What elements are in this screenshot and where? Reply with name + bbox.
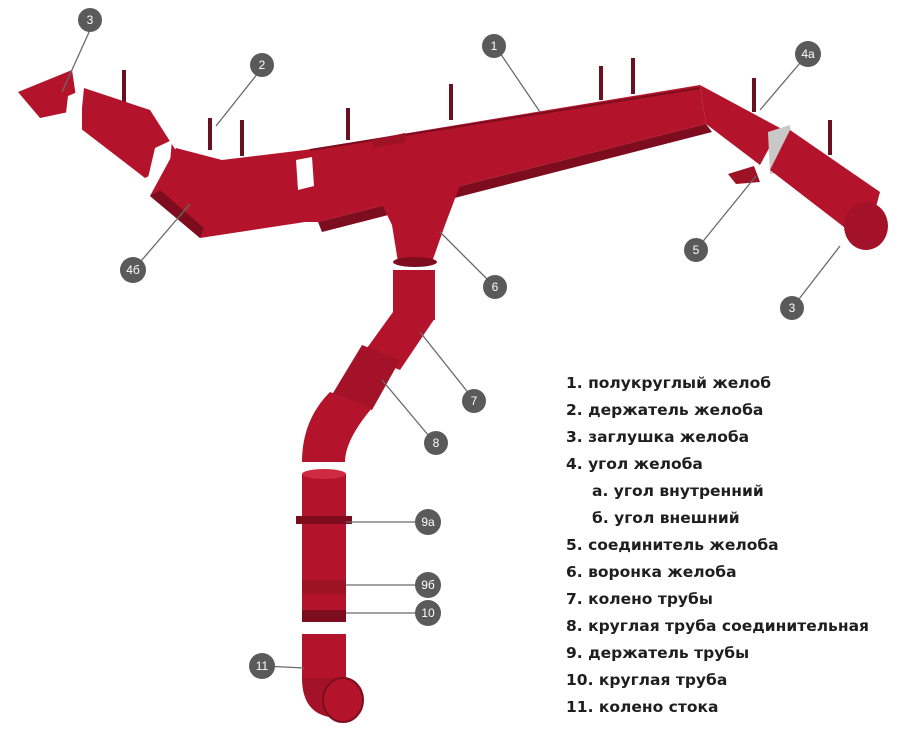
svg-text:1: 1 <box>491 39 498 53</box>
callout-11: 11 <box>249 653 275 679</box>
downpipe-straight <box>296 469 352 622</box>
svg-text:3: 3 <box>789 301 796 315</box>
callout-3-left: 3 <box>78 8 102 32</box>
svg-text:10: 10 <box>421 606 435 620</box>
svg-text:4а: 4а <box>801 47 815 61</box>
legend-item-5: 5. соединитель желоба <box>566 532 906 559</box>
gutter-main-run <box>305 85 712 232</box>
svg-text:2: 2 <box>259 58 266 72</box>
drain-outlet <box>323 678 363 722</box>
legend-item-4a: а. угол внутренний <box>566 478 906 505</box>
legend-item-4: 4. угол желоба <box>566 451 906 478</box>
legend-item-2: 2. держатель желоба <box>566 397 906 424</box>
svg-text:4б: 4б <box>126 263 140 277</box>
downpipe-upper <box>302 270 435 462</box>
callout-3-right: 3 <box>780 296 804 320</box>
gutter-main-body <box>305 85 706 222</box>
gutter-right-inner-corner <box>700 85 780 165</box>
callout-6: 6 <box>483 275 507 299</box>
legend-item-6: 6. воронка желоба <box>566 559 906 586</box>
callout-1: 1 <box>482 34 506 58</box>
legend-item-3: 3. заглушка желоба <box>566 424 906 451</box>
funnel-outlet <box>393 257 437 267</box>
callout-7: 7 <box>462 389 486 413</box>
svg-text:8: 8 <box>433 436 440 450</box>
legend-item-4b: б. угол внешний <box>566 505 906 532</box>
legend-item-10: 10. круглая труба <box>566 667 906 694</box>
callout-9b: 9б <box>415 572 441 598</box>
callout-8: 8 <box>424 431 448 455</box>
legend-item-11: 11. колено стока <box>566 694 906 721</box>
gutter-left-white-seam-3 <box>296 157 314 190</box>
callout-4b: 4б <box>120 257 146 283</box>
callout-10: 10 <box>415 600 441 626</box>
pipe-joint <box>302 610 346 622</box>
callout-4a: 4а <box>795 41 821 67</box>
gutter-left-branch <box>18 70 314 238</box>
svg-text:3: 3 <box>87 13 94 27</box>
gutter-right-joint-clip <box>728 166 760 184</box>
gutter-right-branch <box>700 85 888 250</box>
pipe-straight <box>302 474 346 622</box>
gutter-left-outer-corner <box>150 148 305 238</box>
svg-text:9б: 9б <box>421 578 435 592</box>
pipe-holder-top <box>296 516 352 524</box>
svg-text:5: 5 <box>693 243 700 257</box>
svg-text:9а: 9а <box>421 515 435 529</box>
legend-item-8: 8. круглая труба соединительная <box>566 613 906 640</box>
legend-item-1: 1. полукруглый желоб <box>566 370 906 397</box>
callout-2: 2 <box>250 53 274 77</box>
drain-elbow <box>302 634 363 722</box>
parts-legend: 1. полукруглый желоб 2. держатель желоба… <box>566 370 906 721</box>
gutter-right-end-cap <box>844 202 888 250</box>
svg-text:7: 7 <box>471 394 478 408</box>
pipe-holder-band <box>302 580 346 594</box>
callout-5: 5 <box>684 238 708 262</box>
legend-item-9: 9. держатель трубы <box>566 640 906 667</box>
svg-text:6: 6 <box>492 280 499 294</box>
svg-text:11: 11 <box>256 659 269 673</box>
callout-9a: 9а <box>415 509 441 535</box>
legend-item-7: 7. колено трубы <box>566 586 906 613</box>
